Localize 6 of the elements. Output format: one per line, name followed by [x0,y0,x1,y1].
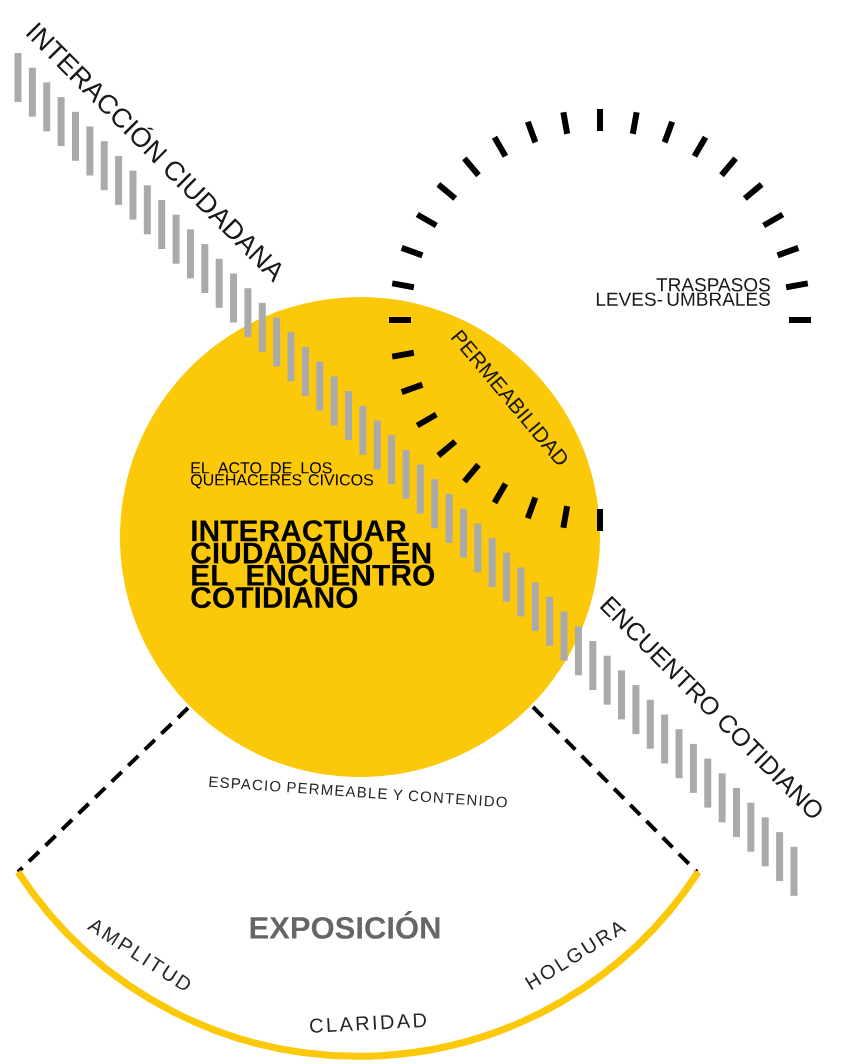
arc-text: CLARIDAD [310,1013,426,1033]
heading-text: EXPOSICIÓN [250,911,440,939]
arc-text: ESPACIO PERMEABLE Y CONTENIDO [209,776,507,808]
subtitle-text: EL ACTO DE LOS QUEHACERES CIVICOS [190,462,374,489]
arc-label: TRASPASOS LEVES- UMBRALES [596,278,770,306]
heading-text: INTERACTUAR CIUDADANO EN EL ENCUENTRO COTIDIANO [191,520,435,609]
